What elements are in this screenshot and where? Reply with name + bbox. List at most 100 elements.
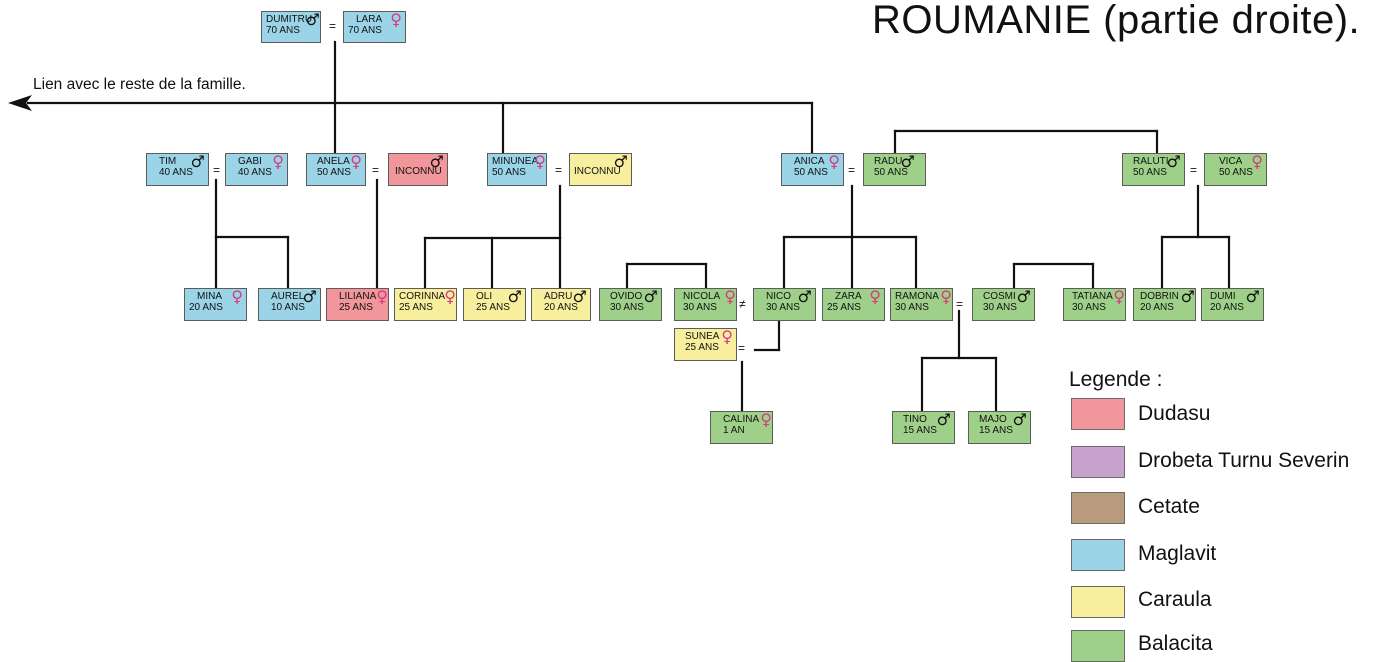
person-name: SUNEA (685, 331, 720, 342)
person-nicola: NICOLA 30 ANS ♀ (674, 288, 737, 321)
marriage-symbol: = (956, 297, 964, 311)
person-raluti: RALUTI 50 ANS ♂ (1122, 153, 1185, 186)
male-symbol-icon: ♂ (613, 153, 628, 171)
page-title: ROUMANIE (partie droite). (872, 0, 1361, 42)
person-age: 40 ANS (238, 167, 272, 178)
male-symbol-icon: ♂ (302, 288, 317, 306)
legend-label-caraula: Caraula (1138, 588, 1212, 611)
male-symbol-icon: ♂ (1245, 288, 1260, 306)
person-name: CALINA (723, 414, 760, 425)
person-name: LARA (356, 14, 383, 25)
person-name: TINO (903, 414, 927, 425)
person-age: 70 ANS (266, 25, 300, 36)
female-symbol-icon: ♀ (534, 153, 546, 171)
person-lara: LARA 70 ANS ♀ (343, 11, 406, 43)
male-symbol-icon: ♂ (572, 288, 587, 306)
person-age: 15 ANS (903, 425, 937, 436)
legend-title: Legende : (1069, 368, 1163, 391)
person-anica: ANICA 50 ANS ♀ (781, 153, 844, 186)
person-name: DUMI (1210, 291, 1236, 302)
female-symbol-icon: ♀ (390, 11, 402, 29)
person-name: MAJO (979, 414, 1007, 425)
person-ovido: OVIDO 30 ANS ♂ (599, 288, 662, 321)
person-tatiana: TATIANA 30 ANS ♀ (1063, 288, 1126, 321)
legend-swatch-dudasu (1071, 398, 1125, 430)
person-name: OVIDO (610, 291, 643, 302)
person-liliana: LILIANA 25 ANS ♀ (326, 288, 389, 321)
legend-label-maglavit: Maglavit (1138, 542, 1217, 565)
marriage-symbol: = (1190, 163, 1198, 177)
male-symbol-icon: ♂ (190, 153, 205, 171)
female-symbol-icon: ♀ (869, 288, 881, 306)
male-symbol-icon: ♂ (1180, 288, 1195, 306)
person-age: 50 ANS (492, 167, 526, 178)
person-tino: TINO 15 ANS ♂ (892, 411, 955, 444)
legend-label-balacita: Balacita (1138, 632, 1213, 655)
family-link-label: Lien avec le reste de la famille. (33, 76, 246, 93)
person-name: RALUTI (1133, 156, 1169, 167)
person-age: 25 ANS (399, 302, 433, 313)
person-name: GABI (238, 156, 262, 167)
female-symbol-icon: ♀ (760, 411, 772, 429)
person-name: LILIANA (339, 291, 377, 302)
female-symbol-icon: ♀ (272, 153, 284, 171)
legend-swatch-balacita (1071, 630, 1125, 662)
person-name: COSMI (983, 291, 1016, 302)
person-dumitru: DUMITRU 70 ANS ♂ (261, 11, 321, 43)
person-majo: MAJO 15 ANS ♂ (968, 411, 1031, 444)
legend-label-dudasu: Dudasu (1138, 402, 1211, 425)
person-adru: ADRU 20 ANS ♂ (531, 288, 591, 321)
person-age: 25 ANS (827, 302, 861, 313)
person-ramona: RAMONA 30 ANS ♀ (890, 288, 953, 321)
male-symbol-icon: ♂ (429, 153, 444, 171)
left-arrow-head (8, 95, 32, 111)
male-symbol-icon: ♂ (305, 11, 320, 29)
female-symbol-icon: ♀ (444, 288, 456, 306)
person-age: 50 ANS (1133, 167, 1167, 178)
legend-swatch-cetate (1071, 492, 1125, 524)
person-name: MINA (197, 291, 222, 302)
female-symbol-icon: ♀ (376, 288, 388, 306)
person-zara: ZARA 25 ANS ♀ (822, 288, 885, 321)
person-name: VICA (1219, 156, 1243, 167)
person-age: 50 ANS (874, 167, 908, 178)
person-age: 20 ANS (1210, 302, 1244, 313)
marriage-symbol: = (372, 163, 380, 177)
person-name: TATIANA (1072, 291, 1113, 302)
person-name: DUMITRU (266, 14, 313, 25)
person-name: OLI (476, 291, 493, 302)
person-vica: VICA 50 ANS ♀ (1204, 153, 1267, 186)
marriage-symbol: = (738, 341, 746, 355)
person-name: MINUNEA (492, 156, 539, 167)
person-name: CORINNA (399, 291, 446, 302)
female-symbol-icon: ♀ (828, 153, 840, 171)
person-age: 10 ANS (271, 302, 305, 313)
person-age: 50 ANS (1219, 167, 1253, 178)
person-dobrin: DOBRIN 20 ANS ♂ (1133, 288, 1196, 321)
person-age: 25 ANS (685, 342, 719, 353)
person-name: NICO (766, 291, 791, 302)
person-name: ANICA (794, 156, 825, 167)
person-sunea: SUNEA 25 ANS ♀ (674, 328, 737, 361)
marriage-symbol: = (213, 163, 221, 177)
person-corinna: CORINNA 25 ANS ♀ (394, 288, 457, 321)
marriage-symbol: = (848, 163, 856, 177)
person-name: TIM (159, 156, 177, 167)
legend-swatch-caraula (1071, 586, 1125, 618)
male-symbol-icon: ♂ (900, 153, 915, 171)
person-name: INCONNU (574, 166, 621, 177)
person-age: 30 ANS (610, 302, 644, 313)
female-symbol-icon: ♀ (724, 288, 736, 306)
person-name: NICOLA (683, 291, 721, 302)
female-symbol-icon: ♀ (940, 288, 952, 306)
person-age: 25 ANS (339, 302, 373, 313)
person-age: 20 ANS (1140, 302, 1174, 313)
person-age: 50 ANS (317, 167, 351, 178)
person-age: 20 ANS (544, 302, 578, 313)
female-symbol-icon: ♀ (231, 288, 243, 306)
person-aurel: AUREL 10 ANS ♂ (258, 288, 321, 321)
person-minunea: MINUNEA 50 ANS ♀ (487, 153, 547, 186)
male-symbol-icon: ♂ (643, 288, 658, 306)
person-age: 30 ANS (1072, 302, 1106, 313)
